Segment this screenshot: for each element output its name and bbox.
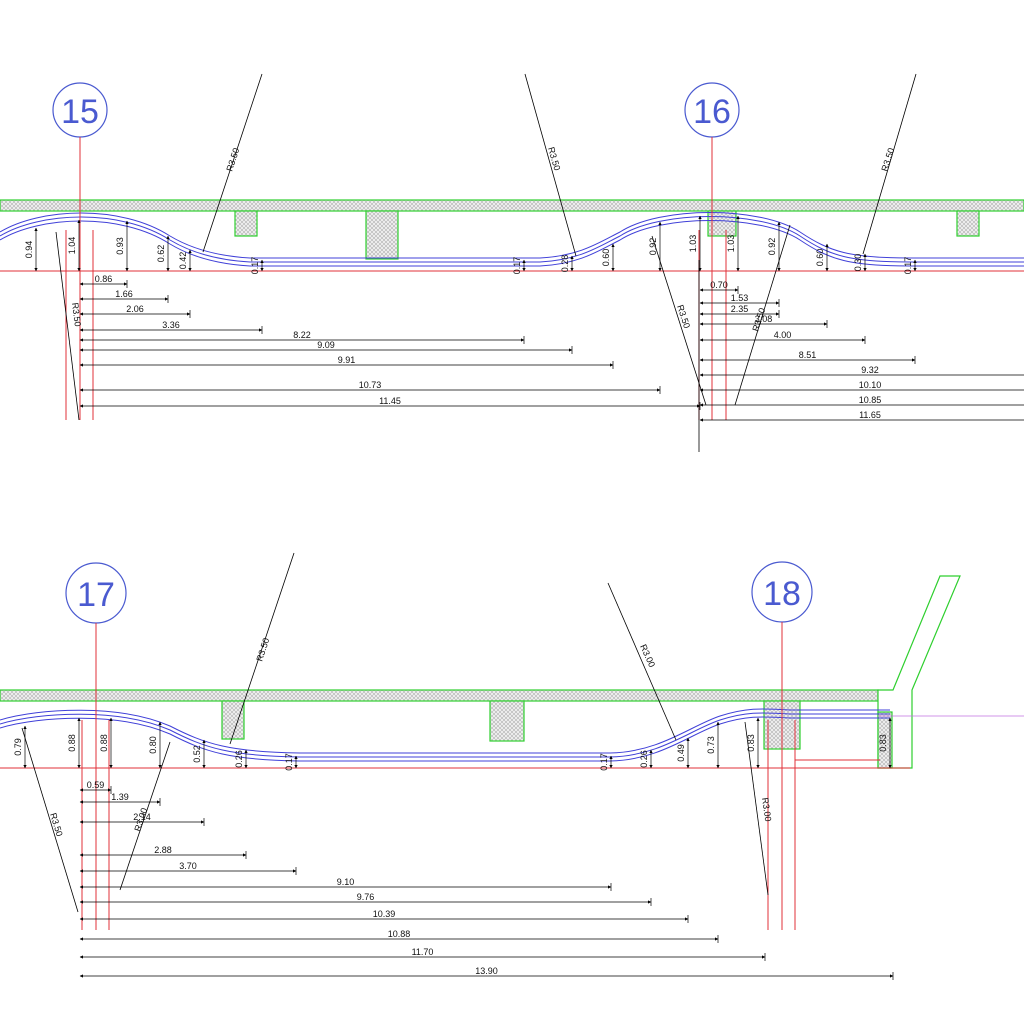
length-dim-label: 3.08 — [755, 314, 773, 324]
length-dim-label: 8.22 — [293, 330, 311, 340]
height-dimensions: 0.94 1.04 0.93 0.62 0.42 0.17 0.17 0.28 0.60 0.92… — [24, 215, 917, 275]
height-dimensions: 0.79 0.88 0.88 0.80 0.52 0.26 0.17 0.17 0.26 0.49… — [13, 717, 892, 771]
length-dim-label: 9.91 — [338, 355, 356, 365]
height-dim-label: 0.52 — [192, 745, 202, 763]
radius-label: R3.50 — [70, 302, 83, 327]
height-dim-label: 0.17 — [599, 753, 609, 771]
height-dim-label: 0.17 — [512, 257, 522, 275]
length-dim-label: 2.06 — [126, 304, 144, 314]
radius-label: R3.50 — [254, 637, 271, 663]
rib — [221, 700, 245, 740]
length-dim-label: 0.70 — [710, 280, 728, 290]
height-dim-label: 1.03 — [726, 235, 736, 253]
slab-top — [0, 199, 1024, 212]
height-dim-label: 1.04 — [67, 237, 77, 255]
rib — [234, 210, 258, 237]
rib — [956, 210, 980, 237]
radius-leaders — [21, 552, 769, 913]
length-dim-label: 1.39 — [111, 792, 129, 802]
length-dim-label: 10.88 — [388, 929, 411, 939]
length-dim-label: 3.70 — [179, 861, 197, 871]
height-dim-label: 0.94 — [24, 241, 34, 259]
height-dim-label: 0.62 — [156, 245, 166, 263]
radius-label: R3.50 — [224, 147, 241, 173]
radius-leaders — [55, 73, 917, 421]
height-dim-label: 1.03 — [688, 235, 698, 253]
length-dim-label: 10.39 — [373, 909, 396, 919]
height-dim-label: 0.60 — [815, 249, 825, 267]
height-dim-label: 0.26 — [639, 750, 649, 768]
height-dim-label: 0.28 — [560, 255, 570, 273]
radius-label: R3.00 — [638, 643, 657, 669]
height-dim-label: 0.79 — [13, 738, 23, 756]
length-dim-label: 9.32 — [861, 365, 879, 375]
axis-label: 18 — [763, 575, 801, 613]
height-dim-label: 0.92 — [648, 238, 658, 256]
radius-label: R3.50 — [879, 147, 896, 173]
rib — [365, 210, 399, 260]
height-dim-label: 0.26 — [234, 750, 244, 768]
length-dim-label: 11.65 — [859, 410, 881, 420]
length-dim-label: 8.51 — [799, 350, 817, 360]
height-dim-label: 0.30 — [853, 254, 863, 272]
radius-label: R3.50 — [48, 812, 65, 838]
length-dim-label: 11.70 — [412, 947, 434, 957]
length-dim-label: 2.14 — [133, 812, 151, 822]
axis-label: 16 — [693, 93, 731, 131]
length-dim-label: 10.10 — [859, 380, 882, 390]
length-dim-label: 0.86 — [95, 274, 113, 284]
duct-profile — [0, 212, 1024, 267]
length-dim-label: 10.85 — [859, 395, 882, 405]
length-dimensions: 0.59 1.39 2.14 2.88 3.70 9.109.76 10.39 10.8811… — [79, 780, 894, 980]
length-dim-label: 4.00 — [774, 330, 792, 340]
rib — [489, 700, 525, 742]
length-dim-label: 1.53 — [731, 293, 749, 303]
height-dim-label: 0.73 — [706, 736, 716, 754]
height-dim-label: 0.17 — [903, 257, 913, 275]
slab-top — [0, 689, 879, 702]
length-dim-label: 9.09 — [317, 340, 335, 350]
length-dim-label: 9.76 — [357, 892, 375, 902]
length-dim-label: 13.90 — [475, 966, 498, 976]
height-dim-label: 0.80 — [148, 736, 158, 754]
height-dim-label: 0.88 — [67, 734, 77, 752]
height-dim-label: 0.60 — [601, 249, 611, 267]
section-top: 15 16 R3.50 R3.50 R3.50 R3.50 R3.50 R3.5… — [0, 73, 1024, 452]
length-dim-label: 1.66 — [115, 289, 133, 299]
height-dim-label: 0.88 — [99, 734, 109, 752]
length-dim-label: 9.10 — [337, 877, 355, 887]
height-dim-label: 0.83 — [878, 734, 888, 752]
length-dim-label: 0.59 — [87, 780, 105, 790]
length-dim-label: 2.35 — [731, 304, 749, 314]
height-dim-label: 0.93 — [115, 237, 125, 255]
radius-label: R3.00 — [760, 797, 773, 822]
duct-profile — [0, 708, 890, 762]
length-dim-label: 3.36 — [162, 320, 180, 330]
height-dim-label: 0.42 — [178, 252, 188, 270]
rib — [707, 210, 737, 237]
height-dim-label: 0.49 — [676, 744, 686, 762]
section-bottom: 17 18 R3.50 R3.50 R3.00 R3.00 R3.00 0.79… — [0, 552, 1024, 980]
height-dim-label: 0.92 — [767, 238, 777, 256]
length-dim-label: 10.73 — [359, 380, 382, 390]
height-dim-label: 0.83 — [746, 734, 756, 752]
height-dim-label: 0.17 — [284, 753, 294, 771]
length-dim-label: 11.45 — [379, 396, 401, 406]
length-dimensions: 0.861.66 2.06 3.36 8.22 9.099.91 10.73 11.45 0.… — [79, 274, 1024, 422]
length-dim-label: 2.88 — [154, 845, 172, 855]
axis-label: 17 — [77, 576, 115, 614]
height-dim-label: 0.17 — [250, 257, 260, 275]
axis-label: 15 — [61, 93, 99, 131]
